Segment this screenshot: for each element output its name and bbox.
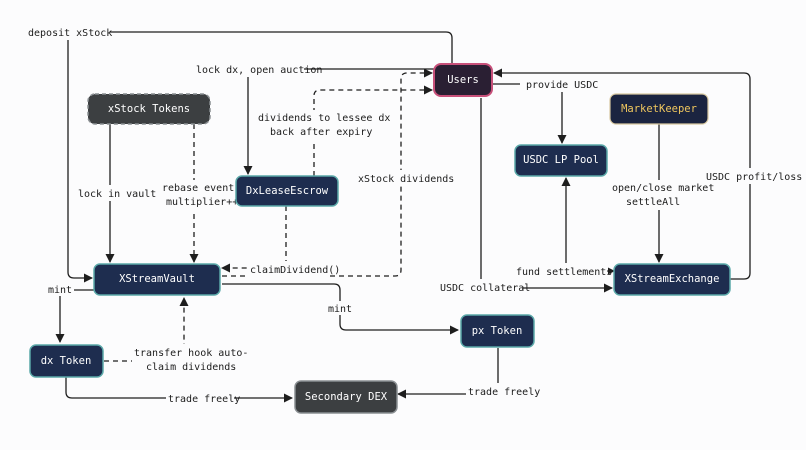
label-trade-freely-left: trade freely [168, 394, 240, 405]
node-xstream-exchange-label: XStreamExchange [625, 273, 720, 285]
node-px-token-label: px Token [472, 325, 523, 337]
label-trade-freely-right: trade freely [468, 387, 540, 398]
node-xstock-tokens[interactable]: xStock Tokens [87, 93, 211, 125]
edge-xstock-dividends [222, 68, 433, 277]
node-market-keeper[interactable]: MarketKeeper [609, 93, 709, 125]
edge-provide-usdc [492, 83, 567, 144]
label-claim-dividend: claimDividend() [250, 265, 340, 276]
node-usdc-lp-pool[interactable]: USDC LP Pool [514, 144, 608, 177]
edge-claim-dividend [221, 206, 287, 273]
label-deposit-xstock: deposit xStock [28, 28, 112, 39]
edges [55, 31, 751, 403]
node-dx-lease-escrow[interactable]: DxLeaseEscrow [235, 175, 339, 207]
edge-mint-dx [55, 289, 94, 343]
node-users-label: Users [447, 74, 479, 86]
node-market-keeper-label: MarketKeeper [621, 103, 697, 115]
label-rebase-1: rebase event [162, 183, 234, 194]
edge-dividends-lessee [313, 85, 433, 176]
node-secondary-dex-label: Secondary DEX [305, 391, 388, 403]
label-dividends-lessee-2: back after expiry [270, 127, 372, 138]
node-usdc-lp-pool-label: USDC LP Pool [523, 154, 599, 166]
label-lock-in-vault: lock in vault [78, 189, 156, 200]
label-usdc-collateral: USDC collateral [440, 283, 530, 294]
label-usdc-profit-loss: USDC profit/loss [706, 172, 802, 183]
node-xstream-vault-label: XStreamVault [119, 273, 195, 285]
node-dx-token[interactable]: dx Token [29, 344, 104, 378]
edge-usdc-collateral [480, 98, 613, 293]
label-open-close-2: settleAll [626, 197, 680, 208]
node-px-token[interactable]: px Token [460, 314, 535, 348]
node-xstream-exchange[interactable]: XStreamExchange [613, 263, 731, 296]
label-open-close-1: open/close market [612, 183, 714, 194]
label-transfer-hook-1: transfer hook auto- [134, 348, 248, 359]
nodes: Users xStock Tokens DxLeaseEscrow USDC L… [29, 63, 731, 414]
edge-labels: deposit xStock lock dx, open auction div… [24, 24, 802, 406]
label-rebase-2: multiplier++ [166, 197, 238, 208]
label-xstock-dividends: xStock dividends [358, 174, 454, 185]
node-users[interactable]: Users [433, 63, 493, 97]
node-dx-token-label: dx Token [41, 355, 92, 367]
node-secondary-dex[interactable]: Secondary DEX [294, 380, 398, 414]
node-dx-lease-escrow-label: DxLeaseEscrow [246, 185, 329, 197]
label-mint-px: mint [328, 304, 352, 315]
label-lock-dx: lock dx, open auction [196, 65, 322, 76]
label-dividends-lessee-1: dividends to lessee dx [258, 113, 390, 124]
node-xstock-tokens-label: xStock Tokens [108, 103, 190, 115]
node-xstream-vault[interactable]: XStreamVault [93, 263, 221, 296]
label-mint-dx: mint [48, 285, 72, 296]
edge-trade-freely-left [61, 370, 293, 403]
label-transfer-hook-2: claim dividends [146, 362, 236, 373]
label-fund-settlements: fund settlements [516, 267, 612, 278]
label-provide-usdc: provide USDC [526, 80, 598, 91]
